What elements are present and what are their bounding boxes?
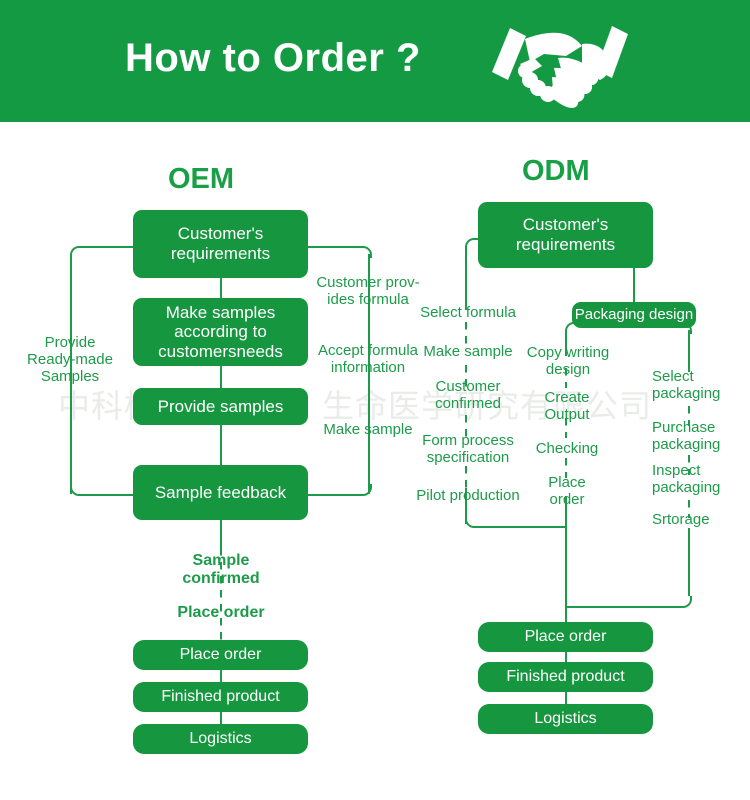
odm-design-rail-top [565, 330, 567, 356]
oem-label-place-order: Place order [177, 604, 265, 621]
odm-label-checking: Checking [535, 440, 599, 457]
odm-box-place-order[interactable]: Place order [478, 622, 653, 652]
odm-box-logistics[interactable]: Logistics [478, 704, 653, 734]
oem-box-finished-product[interactable]: Finished product [133, 682, 308, 712]
oem-left-branch-rail [70, 254, 72, 494]
odm-packaging-dash-3 [688, 500, 690, 518]
odm-label-srtorage: Srtorage [652, 511, 710, 528]
oem-box-place-order-label: Place order [179, 645, 262, 663]
oem-box-sample-feedback-label: Sample feedback [154, 482, 287, 502]
odm-box-logistics-label: Logistics [534, 709, 597, 727]
oem-label-customer-provides-formula: Customer prov-ides formula [316, 274, 420, 308]
oem-right-branch-bottom-elbow [304, 484, 372, 496]
odm-formula-rail-top [465, 246, 467, 310]
oem-spine-2 [220, 366, 222, 388]
odm-design-dash-3 [565, 458, 567, 478]
odm-label-select-formula: Select formula [420, 304, 516, 321]
odm-formula-rail-bottom [465, 488, 467, 524]
oem-box-logistics-label: Logistics [189, 729, 252, 747]
odm-spine-2 [565, 682, 567, 706]
odm-formula-branch-bottom-elbow [465, 516, 567, 528]
oem-right-branch-rail [368, 254, 370, 494]
odm-box-packaging-design[interactable]: Packaging design [572, 302, 696, 328]
odm-design-rail-bottom [565, 496, 567, 640]
oem-left-branch-top-elbow [70, 246, 140, 258]
oem-spine-6 [220, 702, 222, 726]
odm-box-finished-product[interactable]: Finished product [478, 662, 653, 692]
oem-box-place-order[interactable]: Place order [133, 640, 308, 670]
odm-box-place-order-label: Place order [524, 627, 607, 645]
odm-design-dash-2 [565, 418, 567, 438]
odm-formula-dash-2 [465, 365, 467, 387]
page-title: How to Order ? [125, 36, 421, 80]
oem-box-provide-samples-label: Provide samples [157, 396, 284, 416]
odm-packaging-design-connector [633, 246, 635, 304]
oem-spine-4 [220, 520, 222, 548]
oem-box-sample-feedback[interactable]: Sample feedback [133, 465, 308, 520]
oem-box-finished-product-label: Finished product [161, 687, 280, 705]
oem-section-title: OEM [168, 163, 235, 195]
oem-box-provide-samples[interactable]: Provide samples [133, 388, 308, 425]
odm-label-make-sample: Make sample [423, 343, 513, 360]
odm-packaging-dash-1 [688, 406, 690, 426]
oem-spine-1 [220, 278, 222, 298]
oem-right-branch-top-elbow [304, 246, 372, 258]
oem-box-logistics[interactable]: Logistics [133, 724, 308, 754]
odm-packaging-branch-bottom-elbow [565, 596, 692, 608]
odm-box-finished-product-label: Finished product [506, 667, 625, 685]
odm-formula-dash-1 [465, 322, 467, 344]
odm-formula-dash-4 [465, 466, 467, 488]
odm-formula-dash-3 [465, 415, 467, 437]
odm-packaging-dash-2 [688, 455, 690, 475]
odm-packaging-rail-top [688, 330, 690, 372]
handshake-icon [492, 26, 628, 108]
oem-left-branch-bottom-elbow [70, 484, 140, 496]
odm-packaging-rail-bottom [688, 528, 690, 596]
odm-section-title: ODM [522, 155, 590, 187]
odm-box-packaging-design-label: Packaging design [574, 306, 694, 324]
oem-right-rail-dash-2 [368, 379, 370, 403]
oem-right-rail-dash-1 [368, 318, 370, 342]
oem-spine-dashed [220, 548, 222, 644]
oem-label-make-sample: Make sample [323, 421, 413, 438]
oem-spine-5 [220, 660, 222, 682]
odm-label-pilot-production: Pilot production [416, 487, 520, 504]
page-header: How to Order ? [0, 0, 750, 122]
oem-spine-3 [220, 425, 222, 465]
odm-design-dash-1 [565, 368, 567, 388]
